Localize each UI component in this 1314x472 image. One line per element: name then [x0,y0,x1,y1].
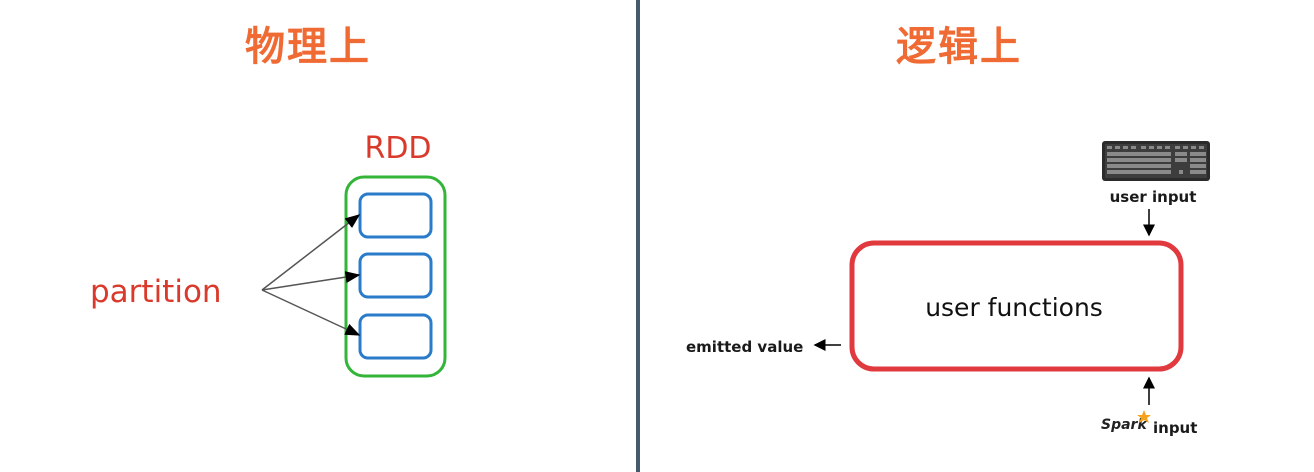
keyboard-icon [1102,141,1210,181]
spark-logo-text: Spark [1101,417,1148,433]
logical-heading: 逻辑上 [896,24,1022,70]
user-functions-box [849,240,1184,372]
user-functions-label: user functions [925,293,1103,322]
partition-arrow-3 [261,289,361,336]
rdd-label: RDD [364,131,431,166]
vertical-divider [636,0,640,472]
physical-heading: 物理上 [245,24,371,70]
spark-input-label: input [1153,419,1197,437]
partition-box-1 [358,192,433,239]
rdd-diagram: RDD partition [90,131,447,378]
partition-box-2 [358,252,433,299]
user-input-label: user input [1110,188,1197,206]
partition-label: partition [90,274,222,310]
spark-logo-icon: Spark [1101,410,1151,433]
partition-arrow-2 [261,271,361,291]
physical-panel: 物理上 RDD partition [0,0,636,472]
user-function-diagram: user input user functions emitted value … [686,141,1210,437]
partition-arrow-1 [261,214,361,291]
logical-panel: 逻辑上 user input [641,0,1314,472]
emitted-value-label: emitted value [686,338,803,356]
partition-box-3 [358,313,433,360]
